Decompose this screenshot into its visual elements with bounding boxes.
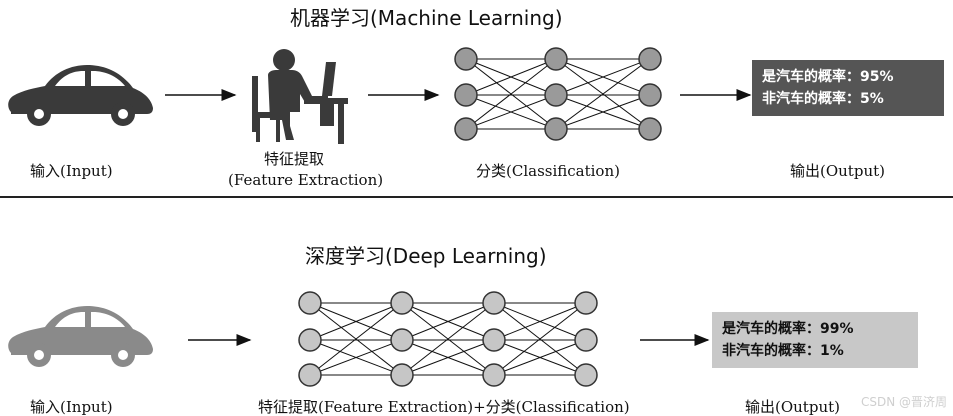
dl-network-node <box>574 291 598 315</box>
dl-network-edge <box>309 302 403 341</box>
dl-network-node <box>298 363 322 387</box>
dl-network-node <box>574 328 598 352</box>
ml-network-node <box>638 83 662 107</box>
dl-network-edge <box>309 302 403 376</box>
dl-network-edge <box>401 339 495 376</box>
dl-network-node <box>482 291 506 315</box>
ml-network-node <box>544 117 568 141</box>
dl-input-label: 输入(Input) <box>30 398 113 416</box>
dl-network-edge <box>493 302 587 376</box>
ml-network-node <box>638 117 662 141</box>
dl-combined-label: 特征提取(Feature Extraction)+分类(Classificati… <box>258 398 630 416</box>
dl-result-box: 是汽车的概率：99% 非汽车的概率：1% <box>712 312 918 368</box>
ml-input-label: 输入(Input) <box>30 162 113 180</box>
dl-network-node <box>390 291 414 315</box>
ml-network-node <box>544 47 568 71</box>
ml-network-node <box>454 83 478 107</box>
ml-network-edge <box>465 58 557 96</box>
ml-neural-network <box>454 47 662 141</box>
ml-feature-label-2: (Feature Extraction) <box>228 171 384 189</box>
ml-output-label: 输出(Output) <box>790 162 885 180</box>
ml-network-node <box>454 47 478 71</box>
dl-network-node <box>574 363 598 387</box>
ml-network-edge <box>555 58 651 130</box>
ml-car-icon <box>8 65 153 126</box>
dl-title: 深度学习(Deep Learning) <box>305 244 547 268</box>
dl-network-node <box>298 328 322 352</box>
dl-network-edge <box>309 339 403 376</box>
dl-network-node <box>482 328 506 352</box>
ml-result-box: 是汽车的概率：95% 非汽车的概率：5% <box>752 60 944 116</box>
ml-network-node <box>544 83 568 107</box>
dl-car-icon <box>8 306 153 367</box>
ml-classify-label: 分类(Classification) <box>476 162 620 180</box>
ml-feature-label-1: 特征提取 <box>264 150 325 168</box>
dl-network-node <box>390 363 414 387</box>
person-at-desk-icon <box>252 49 348 144</box>
ml-network-edge <box>465 58 557 130</box>
dl-neural-network <box>298 291 598 387</box>
ml-network-node <box>454 117 478 141</box>
section-divider <box>0 196 953 198</box>
ml-network-edge <box>465 94 557 130</box>
dl-result-line-2: 非汽车的概率：1% <box>722 343 844 359</box>
ml-result-line-2: 非汽车的概率：5% <box>762 91 884 107</box>
dl-network-node <box>298 291 322 315</box>
ml-network-edge <box>555 58 651 96</box>
ml-result-line-1: 是汽车的概率：95% <box>762 69 894 85</box>
dl-output-label: 输出(Output) <box>745 398 840 416</box>
dl-network-edge <box>401 302 495 376</box>
dl-network-edge <box>493 339 587 376</box>
ml-title: 机器学习(Machine Learning) <box>290 6 563 30</box>
dl-result-line-1: 是汽车的概率：99% <box>722 321 854 337</box>
dl-network-edge <box>401 302 495 341</box>
ml-network-edge <box>555 94 651 130</box>
dl-network-node <box>390 328 414 352</box>
ml-network-node <box>638 47 662 71</box>
dl-network-edge <box>493 302 587 341</box>
dl-network-node <box>482 363 506 387</box>
watermark: CSDN @晋济周 <box>860 395 947 409</box>
